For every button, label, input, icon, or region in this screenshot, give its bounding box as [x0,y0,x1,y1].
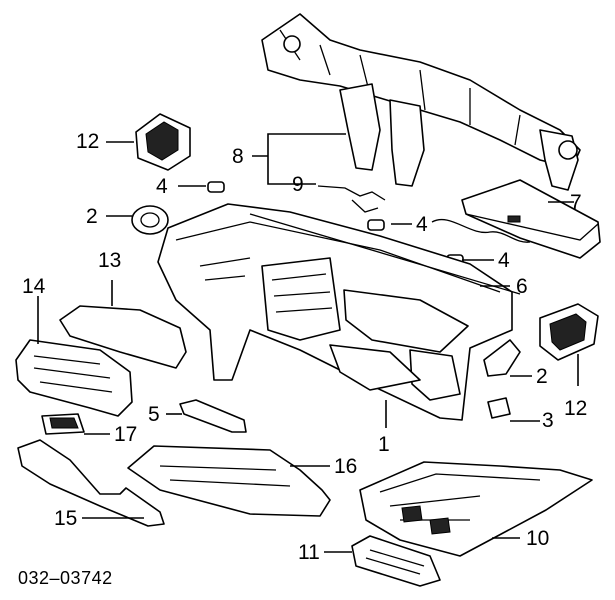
callout-17: 17 [114,423,138,446]
lower-panel-part-16 [127,445,331,517]
lid-part-13 [59,305,187,369]
callout-9: 9 [292,173,304,196]
callout-15: 15 [54,507,78,530]
callout-5: 5 [148,403,160,426]
speaker-part-2-left [131,205,169,235]
callout-12-right: 12 [564,397,588,420]
callout-2-left: 2 [86,205,98,228]
callout-4-left: 4 [156,175,168,198]
callout-3: 3 [542,409,554,432]
steering-hanger-beam [261,13,581,191]
switch-panel-part-11 [351,535,441,587]
clip-part-4-b [367,219,385,231]
bracket-part-9 [317,185,386,213]
callout-7: 7 [570,191,582,214]
dashboard-panel-part-1 [157,203,521,421]
callout-10: 10 [526,527,550,550]
callout-12-upper-left: 12 [76,130,100,153]
callout-2-right: 2 [536,365,548,388]
callout-14: 14 [22,275,46,298]
callout-1: 1 [378,433,390,456]
callout-leaders [37,133,579,553]
callout-16: 16 [334,455,358,478]
vent-part-12-right [539,303,599,361]
callout-11: 11 [298,541,320,564]
diagram-reference-code: 032–03742 [18,568,113,588]
clip-part-4-a [207,181,225,193]
bracket-part-5 [179,399,247,433]
lower-cover-part-15 [17,439,165,527]
meter-visor-part-14 [15,339,133,417]
speaker-part-2-right [483,339,521,377]
callout-8: 8 [232,145,244,168]
switch-part-17 [41,413,85,435]
callout-13: 13 [98,249,122,272]
callout-4-center: 4 [416,213,428,236]
callout-4-right: 4 [498,249,510,272]
center-panel-part-10 [359,461,593,557]
airbag-part-7 [431,179,601,259]
callout-6: 6 [516,275,528,298]
vent-part-12-upper [135,113,191,171]
clip-part-3 [487,397,511,419]
